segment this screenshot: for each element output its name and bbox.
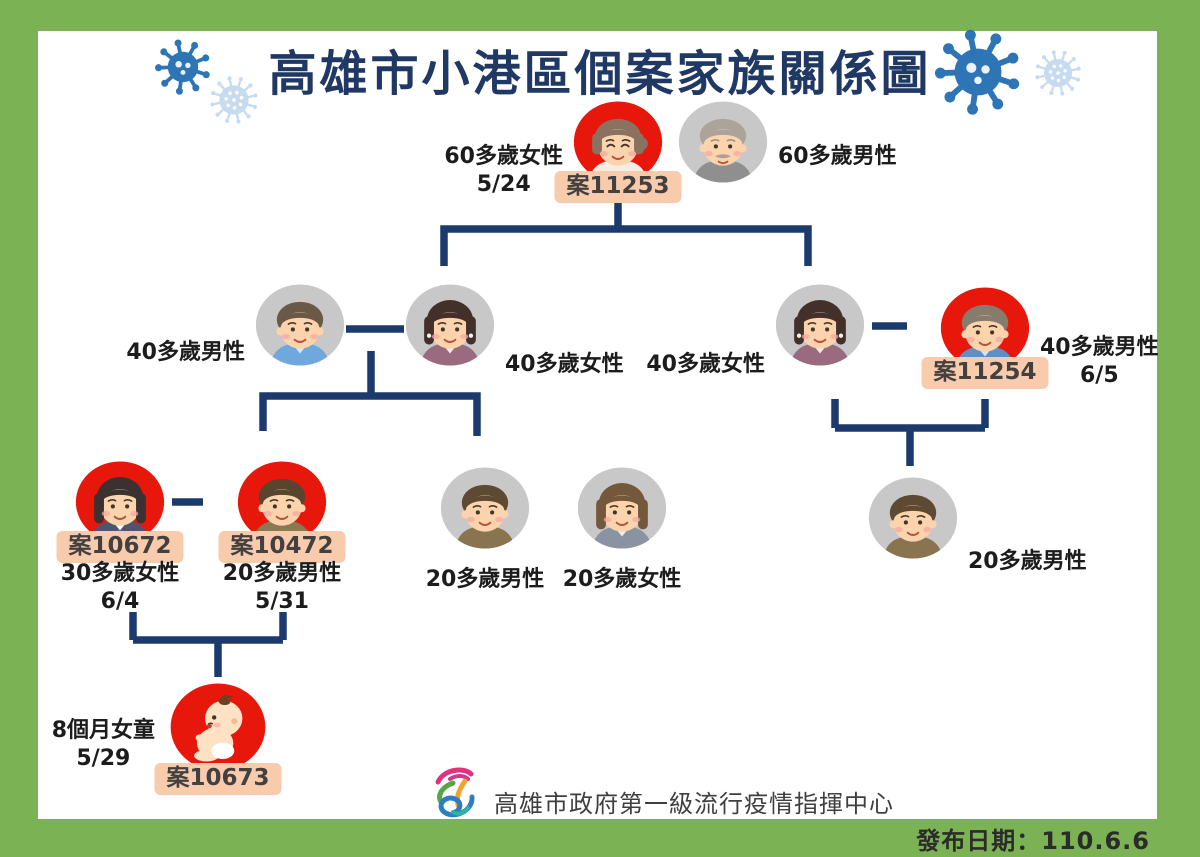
kaohsiung-city-logo-icon bbox=[435, 767, 475, 818]
man-20-avatar bbox=[440, 467, 530, 549]
person-label-line: 6/4 bbox=[100, 589, 140, 615]
woman-40-avatar bbox=[775, 284, 865, 366]
man-20-avatar bbox=[868, 477, 958, 559]
tree-line bbox=[440, 225, 812, 266]
person-node-p-10673: 案10673 8個月女童 5/29 bbox=[52, 683, 282, 796]
woman-30-avatar bbox=[75, 461, 165, 543]
person-label-line: 5/29 bbox=[76, 746, 131, 771]
person-label-line: 5/24 bbox=[476, 172, 531, 197]
person-label: 40多歲男性 bbox=[126, 339, 245, 367]
virus-icon bbox=[934, 29, 1020, 115]
person-label-line: 40多歲男性 bbox=[1040, 334, 1159, 360]
man-20-red-avatar bbox=[237, 461, 327, 543]
person-label: 20多歲男性 5/31 bbox=[223, 560, 342, 616]
person-label-line: 40多歲女性 bbox=[646, 351, 765, 377]
virus-icon bbox=[210, 76, 258, 124]
person-node-p-20-male-middle: 20多歲男性 bbox=[426, 467, 544, 592]
person-label-line: 40多歲男性 bbox=[126, 339, 245, 365]
person-node-p-40-female-right: 40多歲女性 bbox=[646, 284, 865, 377]
person-label-line: 20多歲女性 bbox=[562, 567, 682, 592]
person-node-p-40-male-left: 40多歲男性 bbox=[126, 284, 345, 366]
person-node-p-20-female-middle: 20多歲女性 bbox=[563, 467, 681, 592]
person-label: 40多歲男性 6/5 bbox=[1040, 334, 1159, 390]
case-badge: 案10472 bbox=[218, 531, 346, 564]
person-label: 20多歲男性 bbox=[968, 548, 1087, 576]
person-label: 20多歲男性 bbox=[426, 566, 545, 594]
person-label: 40多歲女性 bbox=[505, 351, 624, 379]
person-label: 8個月女童 5/29 bbox=[52, 717, 155, 773]
elderly-woman-avatar bbox=[573, 101, 663, 183]
person-label: 20多歲女性 bbox=[563, 566, 682, 594]
woman-20-avatar bbox=[577, 467, 667, 549]
tree-line bbox=[259, 392, 481, 436]
person-label-line: 20多歲男性 bbox=[222, 561, 342, 586]
person-label-line: 20多歲男性 bbox=[425, 567, 545, 592]
publish-date: 發布日期：110.6.6 bbox=[916, 827, 1150, 855]
footer-organization: 高雄市政府第一級流行疫情指揮中心 bbox=[494, 790, 894, 818]
man-40-red-avatar bbox=[940, 287, 1030, 369]
person-label-line: 6/5 bbox=[1079, 363, 1119, 388]
person-label-line: 40多歲女性 bbox=[505, 351, 624, 377]
person-label-line: 60多歲男性 bbox=[778, 143, 897, 169]
elderly-man-avatar bbox=[678, 101, 768, 183]
man-40-avatar bbox=[255, 284, 345, 366]
person-label: 40多歲女性 bbox=[646, 351, 765, 379]
baby-avatar bbox=[170, 683, 266, 771]
case-badge: 案11254 bbox=[921, 357, 1049, 390]
page-title: 高雄市小港區個案家族關係圖 bbox=[268, 46, 932, 102]
person-node-p-40-female-left: 40多歲女性 bbox=[405, 284, 624, 377]
person-label-line: 60多歲女性 bbox=[444, 143, 563, 169]
person-node-p-60-male: 60多歲男性 bbox=[678, 101, 897, 183]
person-label-line: 5/31 bbox=[255, 589, 309, 615]
person-label-line: 8個月女童 bbox=[51, 717, 155, 743]
person-label-line: 30多歲女性 bbox=[60, 561, 180, 586]
case-badge: 案10673 bbox=[154, 763, 282, 796]
person-label: 60多歲女性 5/24 bbox=[444, 143, 563, 199]
case-badge: 案11253 bbox=[554, 171, 682, 204]
person-label-line: 20多歲男性 bbox=[968, 548, 1087, 574]
case-badge: 案10672 bbox=[56, 531, 184, 564]
virus-icon bbox=[1035, 50, 1081, 96]
person-label: 30多歲女性 6/4 bbox=[61, 560, 180, 616]
person-label: 60多歲男性 bbox=[778, 143, 897, 171]
virus-icon bbox=[155, 39, 210, 95]
person-node-p-20-male-right: 20多歲男性 bbox=[868, 477, 1087, 574]
woman-40-avatar bbox=[405, 284, 495, 366]
